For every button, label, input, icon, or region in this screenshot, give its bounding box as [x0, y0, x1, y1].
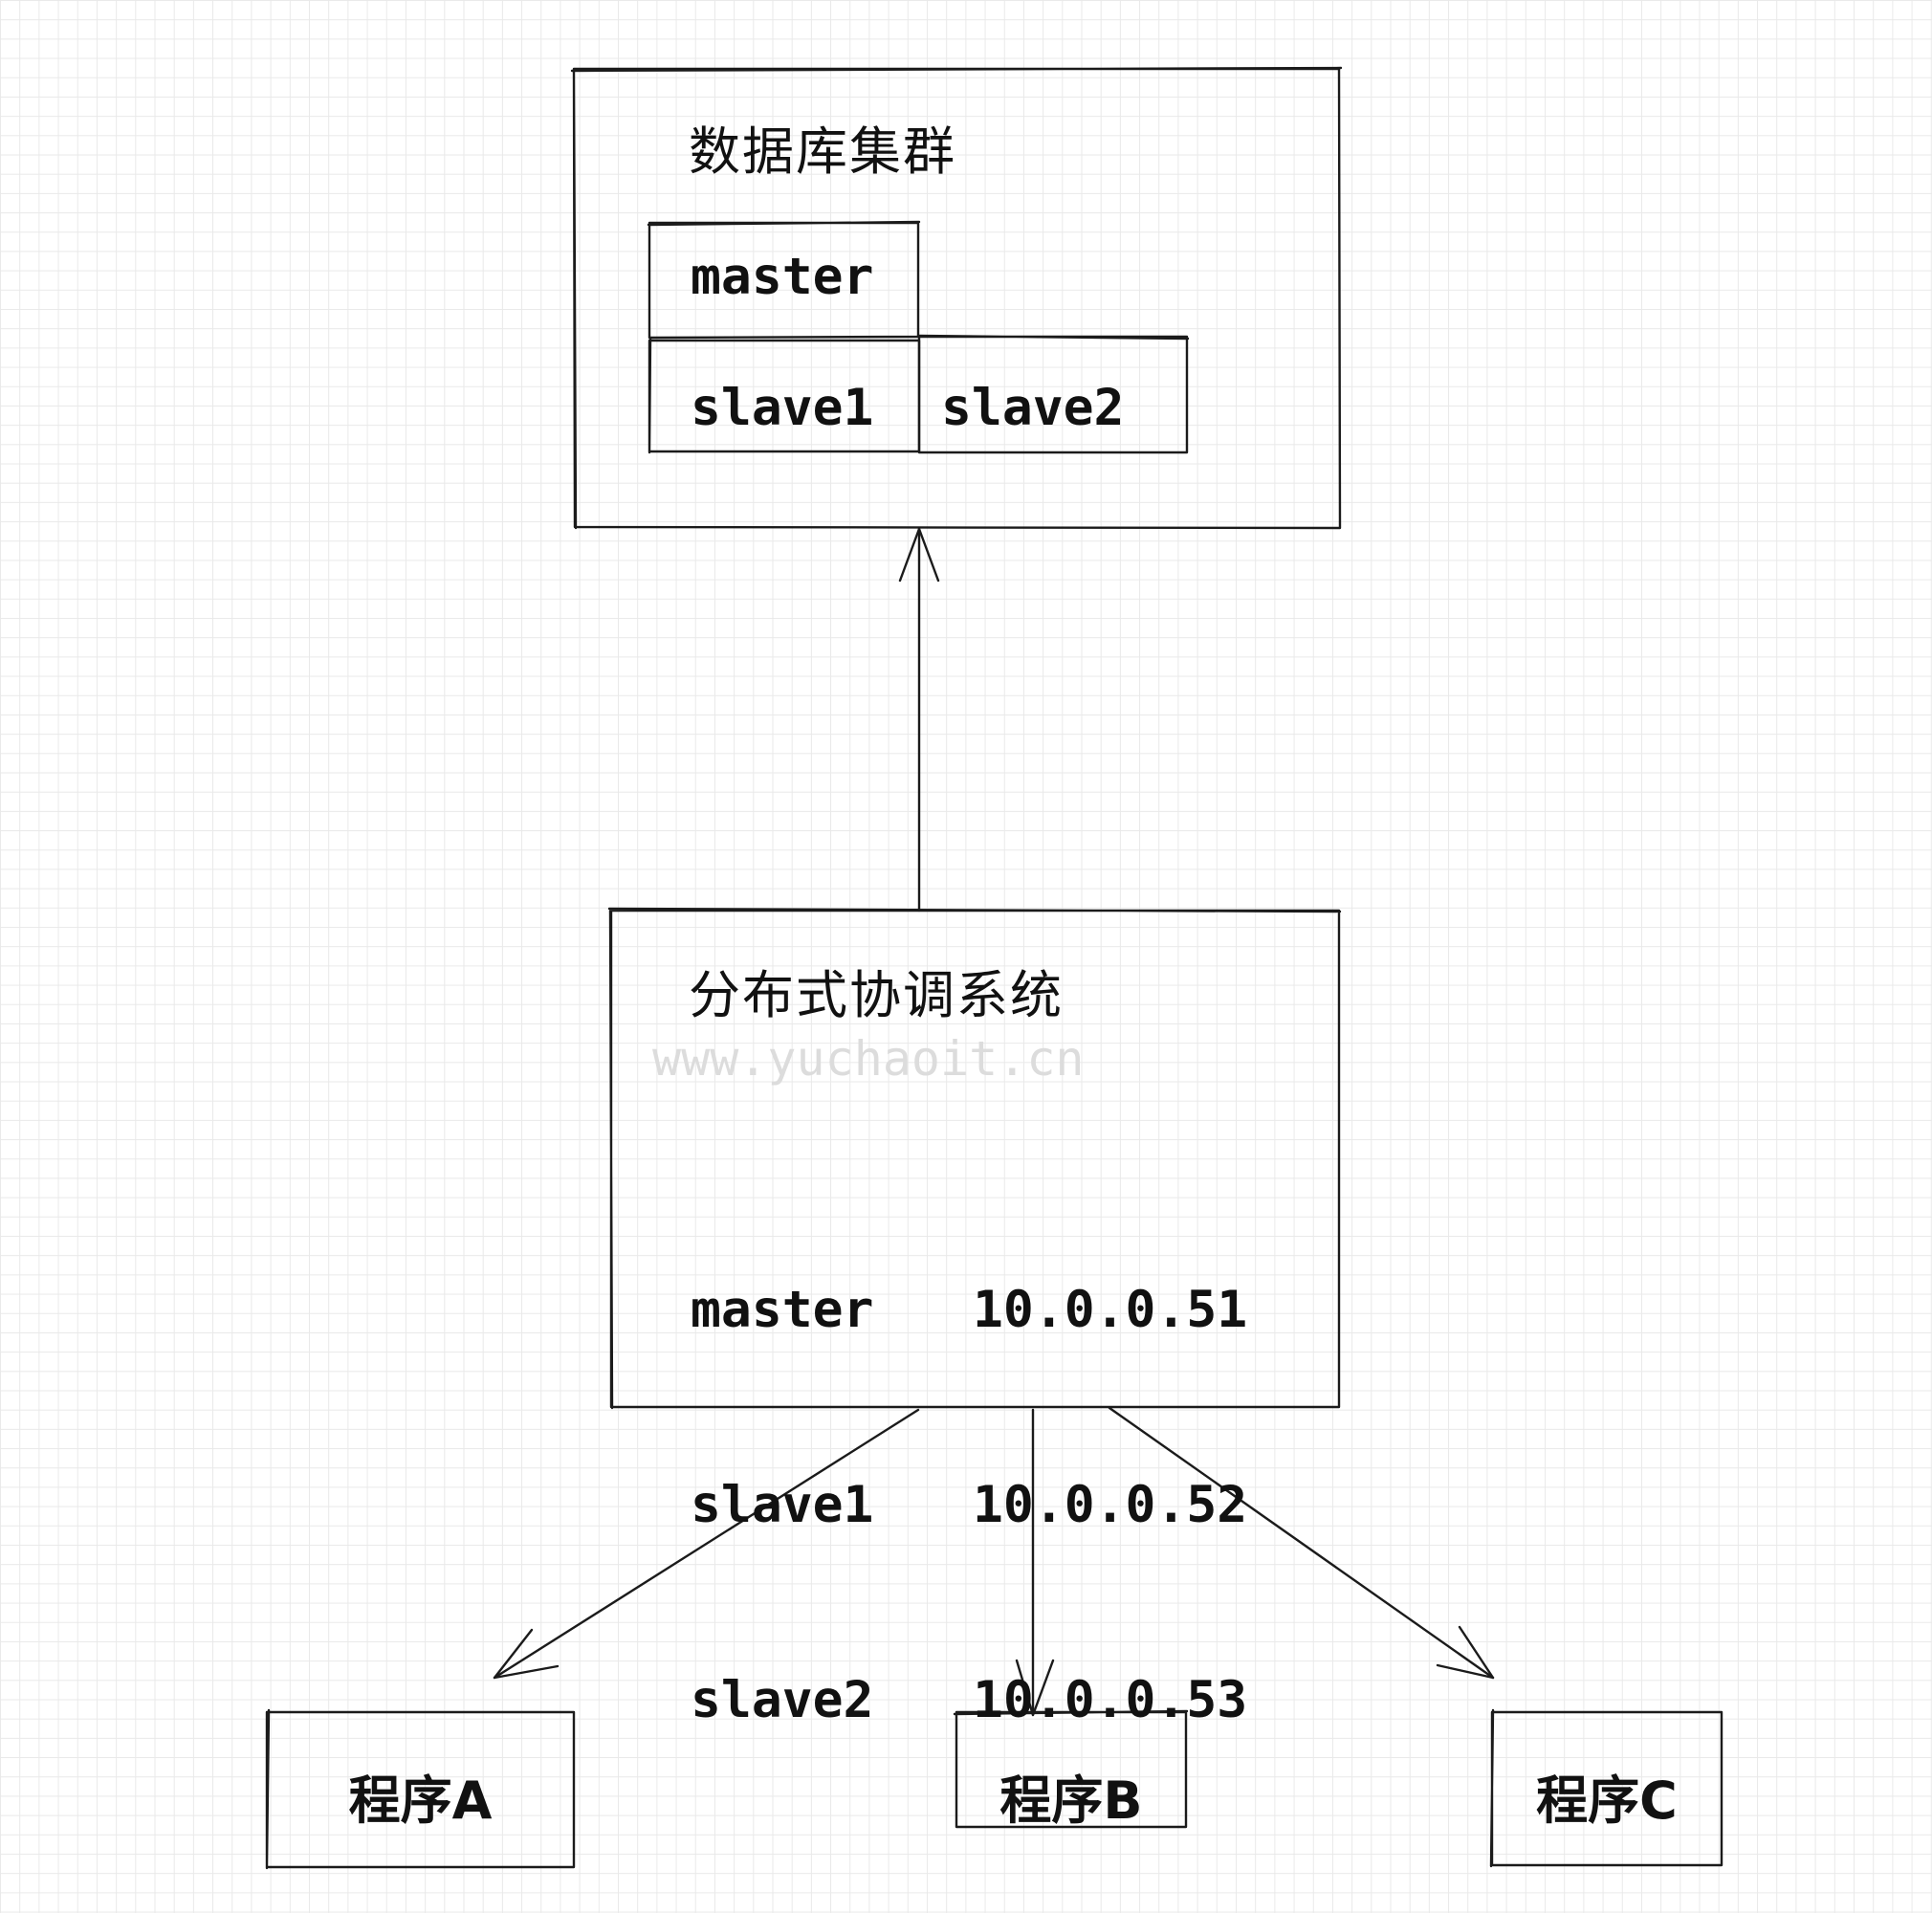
slave1-node-label: slave1	[691, 379, 874, 437]
arrow-to-program-c	[1108, 1406, 1495, 1680]
arrow-head-a	[493, 1628, 560, 1680]
arrow-to-program-a	[493, 1408, 920, 1680]
coordinator-title: 分布式协调系统	[689, 965, 1064, 1025]
program-c-label: 程序C	[1536, 1770, 1678, 1831]
ip-row-master: master 10.0.0.51	[691, 1278, 1247, 1343]
ip-table: master 10.0.0.51 slave1 10.0.0.52 slave2 10…	[691, 1148, 1247, 1863]
ip-row-name: slave2	[691, 1671, 874, 1729]
watermark: www.yuchaoit.cn	[652, 1031, 1085, 1087]
db-cluster-title: 数据库集群	[689, 121, 956, 182]
ip-row-slave1: slave1 10.0.0.52	[691, 1473, 1247, 1538]
ip-row-slave2: slave2 10.0.0.53	[691, 1668, 1247, 1733]
ip-row-address: 10.0.0.52	[973, 1476, 1248, 1534]
arrow-head-up	[898, 527, 940, 583]
ip-row-address: 10.0.0.51	[973, 1281, 1248, 1339]
slave2-node-box	[916, 334, 1190, 454]
program-a-label: 程序A	[348, 1770, 493, 1831]
program-a-box	[265, 1708, 576, 1870]
program-c-box	[1489, 1708, 1723, 1868]
coordinator-box	[607, 907, 1342, 1410]
ip-row-address: 10.0.0.53	[973, 1671, 1248, 1729]
arrow-head-c	[1436, 1625, 1495, 1680]
db-cluster-box	[570, 66, 1343, 530]
master-node-label: master	[691, 248, 874, 306]
program-b-label: 程序B	[999, 1770, 1143, 1831]
program-b-box	[953, 1709, 1189, 1829]
ip-row-name: slave1	[691, 1476, 874, 1534]
slave2-node-label: slave2	[941, 379, 1125, 437]
arrow-head-b	[1015, 1659, 1055, 1717]
ip-row-name: master	[691, 1281, 874, 1339]
